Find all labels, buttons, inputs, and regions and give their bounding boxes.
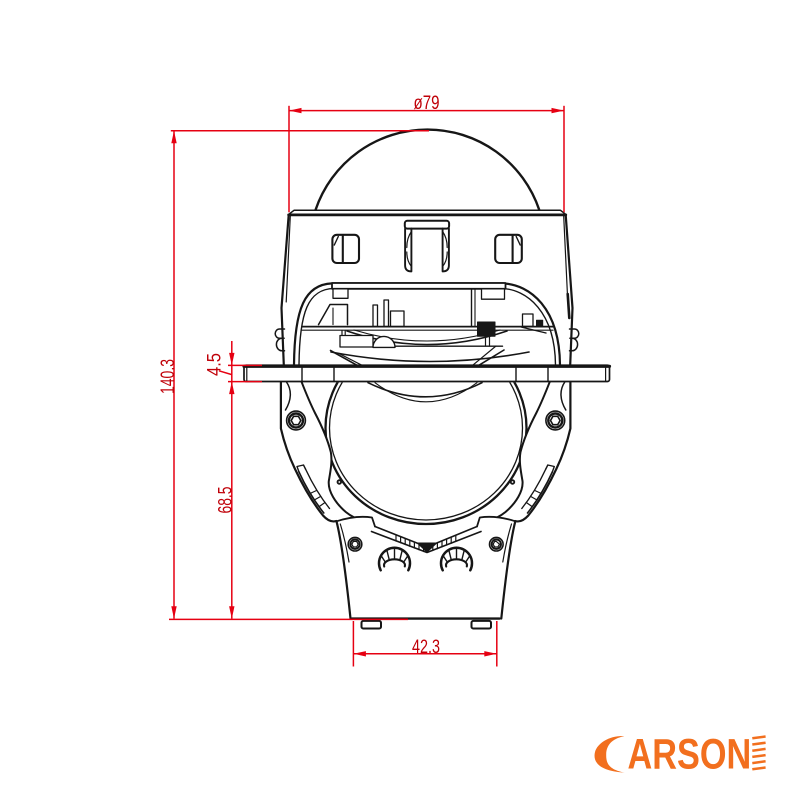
svg-text:42.3: 42.3 (412, 636, 440, 658)
svg-text:ø79: ø79 (414, 92, 440, 114)
svg-text:ARSON: ARSON (628, 730, 752, 778)
svg-text:140.3: 140.3 (157, 359, 179, 394)
svg-text:68.5: 68.5 (215, 486, 237, 513)
svg-text:4.5: 4.5 (204, 353, 226, 376)
